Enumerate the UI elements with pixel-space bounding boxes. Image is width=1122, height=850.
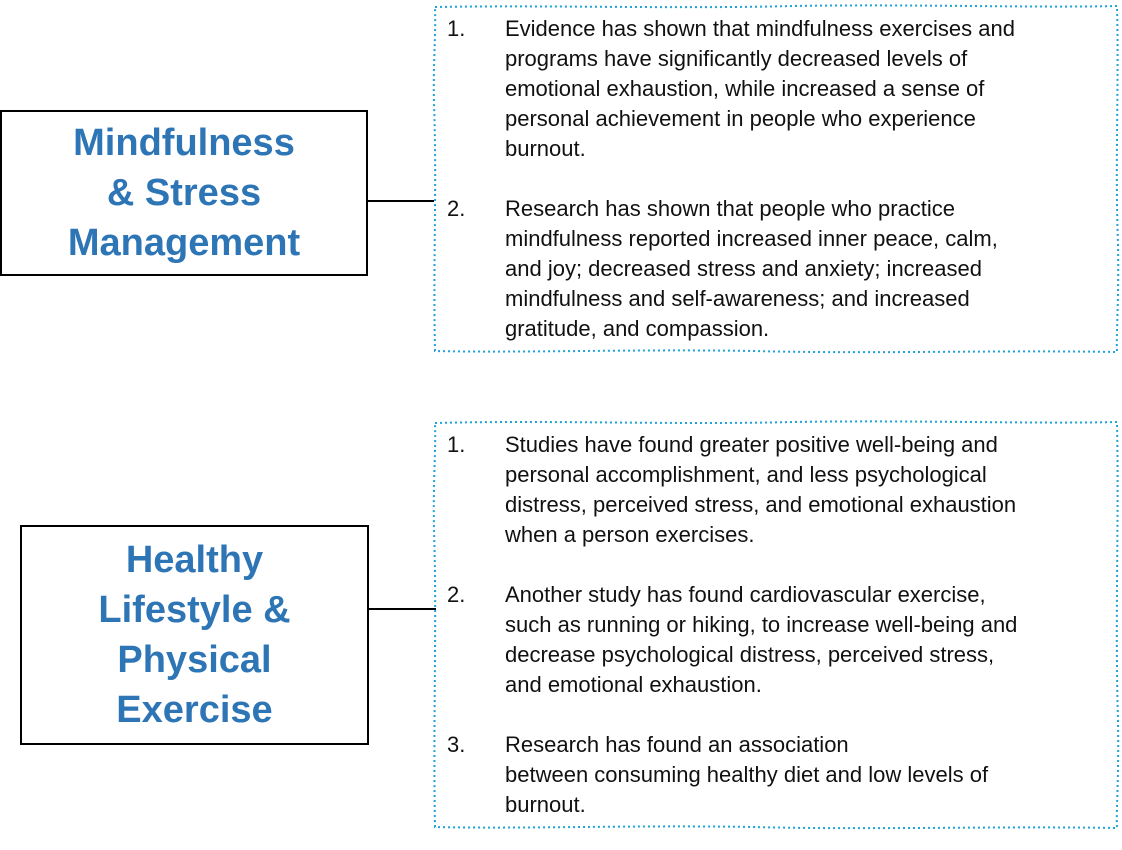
list-item: 2. Research has shown that people who pr… (447, 194, 1099, 344)
point-text: Another study has found cardiovascular e… (505, 582, 1018, 697)
mindfulness-point-list: 1. Evidence has shown that mindfulness e… (447, 14, 1099, 374)
healthy-lifestyle-points-panel: 1. Studies have found greater positive w… (432, 420, 1120, 830)
mindfulness-connector-line (368, 200, 434, 202)
healthy-lifestyle-panel-border-path (432, 420, 1120, 830)
point-text: Research has found an association betwee… (505, 732, 989, 817)
mindfulness-points-panel: 1. Evidence has shown that mindfulness e… (432, 4, 1120, 354)
point-number: 3. (447, 732, 466, 757)
healthy-lifestyle-topic-box: Healthy Lifestyle & Physical Exercise (20, 525, 369, 745)
point-number: 2. (447, 196, 466, 221)
list-item: 1. Evidence has shown that mindfulness e… (447, 14, 1099, 164)
point-text: Research has shown that people who pract… (505, 196, 998, 341)
healthy-lifestyle-topic-title: Healthy Lifestyle & Physical Exercise (98, 539, 291, 731)
list-item: 3. Research has found an association bet… (447, 730, 1099, 820)
point-number: 1. (447, 432, 466, 457)
point-text: Studies have found greater positive well… (505, 432, 1017, 547)
point-number: 2. (447, 582, 466, 607)
healthy-lifestyle-connector-line (369, 608, 436, 610)
list-item: 1. Studies have found greater positive w… (447, 430, 1099, 550)
point-number: 1. (447, 16, 466, 41)
point-text: Evidence has shown that mindfulness exer… (505, 16, 1015, 161)
healthy-lifestyle-point-list: 1. Studies have found greater positive w… (447, 430, 1099, 850)
healthy-lifestyle-panel-dotted-border (432, 420, 1120, 830)
mindfulness-topic-box: Mindfulness & Stress Management (0, 110, 368, 276)
list-item: 2. Another study has found cardiovascula… (447, 580, 1099, 700)
mindfulness-topic-title: Mindfulness & Stress Management (67, 122, 301, 264)
